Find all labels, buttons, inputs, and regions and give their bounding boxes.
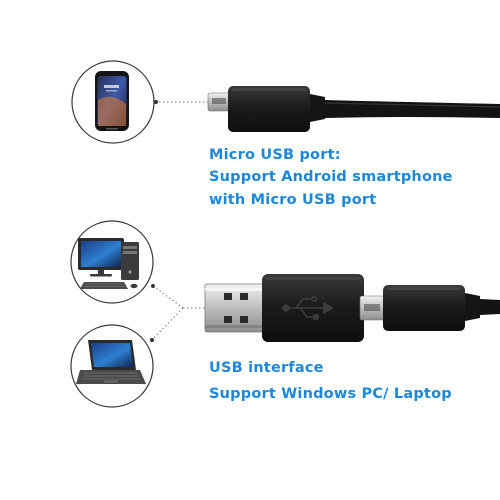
desktop-circle (70, 220, 154, 304)
usb-caption-title: USB interface (209, 360, 324, 376)
usb-caption-line: Support Windows PC/ Laptop (209, 386, 452, 402)
usb-symbol-icon (282, 295, 334, 320)
micro-usb-caption-title: Micro USB port: (209, 147, 341, 163)
computer-leader-lines (150, 284, 206, 342)
usb-a-metal-shell (204, 283, 266, 333)
usb-adapter (204, 274, 500, 342)
micro-usb-cable (207, 86, 500, 132)
micro-plug-housing (383, 285, 465, 331)
micro-usb-housing (228, 86, 310, 132)
laptop-circle (70, 324, 154, 408)
micro-usb-caption-line: Support Android smartphone (209, 169, 453, 185)
micro-usb-caption-line: with Micro USB port (209, 192, 377, 208)
smartphone-icon (95, 71, 129, 131)
smartphone-circle (71, 60, 155, 144)
laptop-icon (76, 340, 146, 384)
desktop-computer-icon (78, 238, 139, 289)
phone-leader-line (154, 100, 214, 104)
